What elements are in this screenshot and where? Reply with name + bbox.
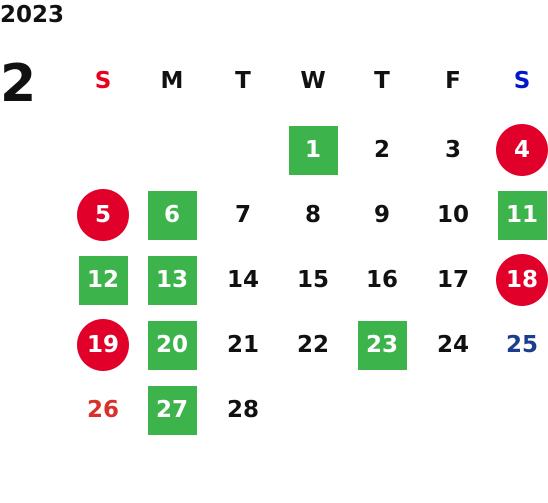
holiday-circle: 19	[77, 319, 129, 371]
day-number: 3	[444, 137, 461, 163]
day-number: 8	[304, 202, 321, 228]
day-number: 10	[436, 202, 469, 228]
day-cell-7: 7	[213, 190, 273, 240]
day-number: 24	[436, 332, 469, 358]
day-cell-22: 22	[283, 320, 343, 370]
holiday-circle: 5	[77, 189, 129, 241]
day-cell-27: 27	[142, 385, 202, 435]
day-cell-19: 19	[73, 319, 133, 371]
day-number: 17	[436, 267, 469, 293]
day-number: 21	[226, 332, 259, 358]
day-cell-1: 1	[283, 125, 343, 175]
day-cell-15: 15	[283, 255, 343, 305]
day-cell-28: 28	[213, 385, 273, 435]
day-number: 7	[234, 202, 251, 228]
day-cell-8: 8	[283, 190, 343, 240]
day-number: 26	[86, 397, 119, 423]
day-cell-26: 26	[73, 385, 133, 435]
weekday-saturday: S	[513, 68, 531, 94]
weekday-tuesday: T	[235, 68, 251, 94]
day-number: 22	[296, 332, 329, 358]
month-number: 2	[0, 54, 37, 114]
day-cell-24: 24	[423, 320, 483, 370]
holiday-circle: 4	[496, 124, 548, 176]
day-cell-21: 21	[213, 320, 273, 370]
highlighted-day: 6	[147, 190, 197, 240]
day-cell-4: 4	[492, 124, 548, 176]
day-cell-11: 11	[492, 190, 548, 240]
day-cell-17: 17	[423, 255, 483, 305]
day-number: 16	[365, 267, 398, 293]
day-cell-25: 25	[492, 320, 548, 370]
day-number: 2	[373, 137, 390, 163]
day-number: 28	[226, 397, 259, 423]
holiday-circle: 18	[496, 254, 548, 306]
highlighted-day: 23	[357, 320, 407, 370]
day-number: 25	[505, 332, 538, 358]
day-cell-12: 12	[73, 255, 133, 305]
weekday-sunday: S	[94, 68, 112, 94]
highlighted-day: 27	[147, 385, 197, 435]
day-cell-23: 23	[352, 320, 412, 370]
day-cell-3: 3	[423, 125, 483, 175]
weekday-friday: F	[445, 68, 461, 94]
highlighted-day: 1	[288, 125, 338, 175]
day-cell-20: 20	[142, 320, 202, 370]
weekday-thursday: T	[374, 68, 390, 94]
day-number: 14	[226, 267, 259, 293]
day-cell-2: 2	[352, 125, 412, 175]
day-cell-18: 18	[492, 254, 548, 306]
weekday-wednesday: W	[300, 68, 326, 94]
day-number: 9	[373, 202, 390, 228]
highlighted-day: 12	[78, 255, 128, 305]
highlighted-day: 11	[497, 190, 547, 240]
day-number: 15	[296, 267, 329, 293]
year-label: 2023	[0, 2, 65, 28]
day-cell-5: 5	[73, 189, 133, 241]
day-cell-9: 9	[352, 190, 412, 240]
highlighted-day: 20	[147, 320, 197, 370]
day-cell-14: 14	[213, 255, 273, 305]
highlighted-day: 13	[147, 255, 197, 305]
day-cell-13: 13	[142, 255, 202, 305]
weekday-monday: M	[160, 68, 184, 94]
day-cell-16: 16	[352, 255, 412, 305]
day-cell-6: 6	[142, 190, 202, 240]
day-cell-10: 10	[423, 190, 483, 240]
